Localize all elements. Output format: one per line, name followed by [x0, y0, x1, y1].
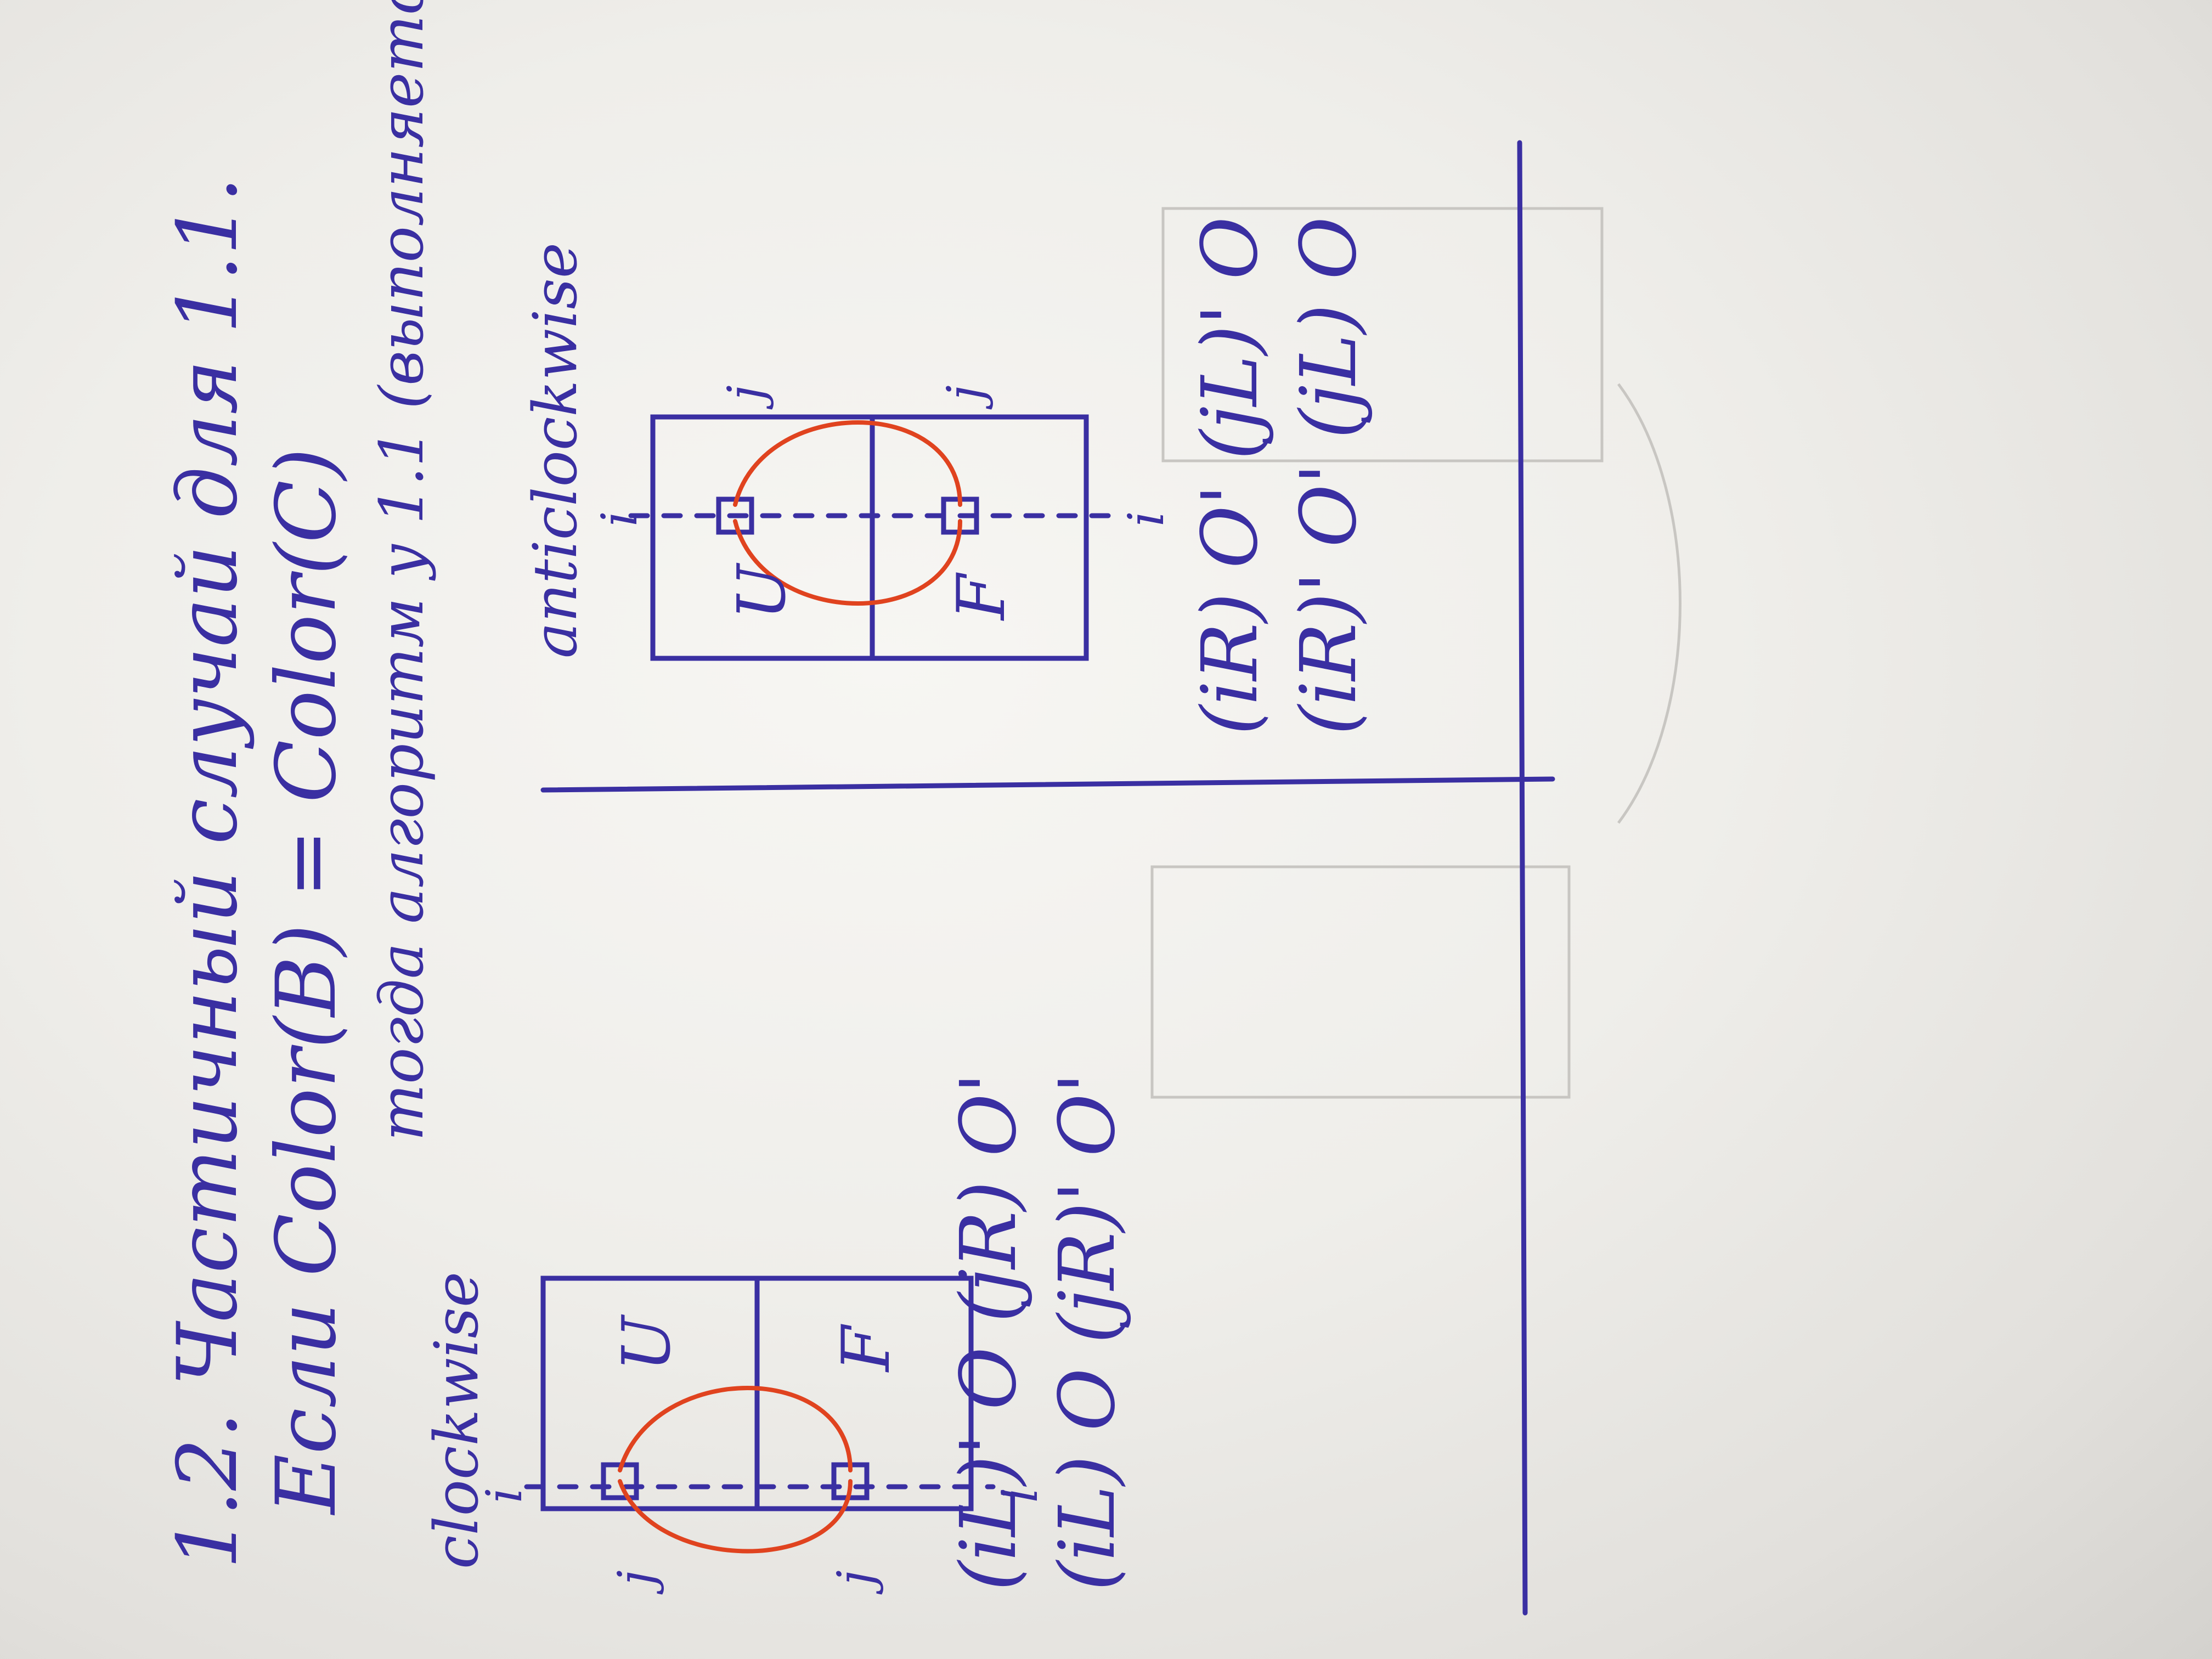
left-axis-label-top: i: [476, 1487, 533, 1503]
left-axis-label-bottom: i: [991, 1487, 1049, 1503]
condition: Если Color(B) = Color(C): [259, 448, 354, 1516]
heading: 1.2. Частичный случай для 1.1.: [160, 177, 256, 1569]
right-diagram: anticlockwise U F i i j j: [520, 242, 1175, 661]
right-side-label-top: j: [717, 385, 775, 410]
left-direction: clockwise: [421, 1272, 492, 1569]
right-axis-label-bottom: i: [1118, 511, 1175, 527]
divider-vertical: [540, 776, 1555, 793]
ghost-marks: [1150, 207, 1681, 1099]
divider-horizontal: [1517, 140, 1528, 1616]
right-top-face: U: [724, 562, 800, 620]
right-axis-label-top: i: [591, 511, 648, 527]
left-formula-1: (iL)' O (jR) O': [944, 1073, 1034, 1591]
left-formula-2: (iL) O (jR)' O': [1043, 1073, 1132, 1591]
left-bottom-face: F: [828, 1324, 905, 1373]
right-direction: anticlockwise: [520, 242, 590, 658]
then-note: тогда алгоритм у 1.1 (выполняется как:): [366, 0, 437, 1141]
left-diagram: clockwise U F i i j j: [421, 1272, 1049, 1595]
right-formula-1: (iR) O' (jL)' O: [1186, 217, 1275, 735]
left-top-face: U: [609, 1314, 685, 1372]
right-side-label-bottom: j: [936, 385, 994, 410]
left-side-label-top: j: [607, 1570, 665, 1595]
right-bottom-face: F: [944, 572, 1020, 621]
left-side-label-bottom: j: [827, 1570, 884, 1595]
right-formula-2: (iR)' O' (jL) O: [1284, 217, 1374, 735]
